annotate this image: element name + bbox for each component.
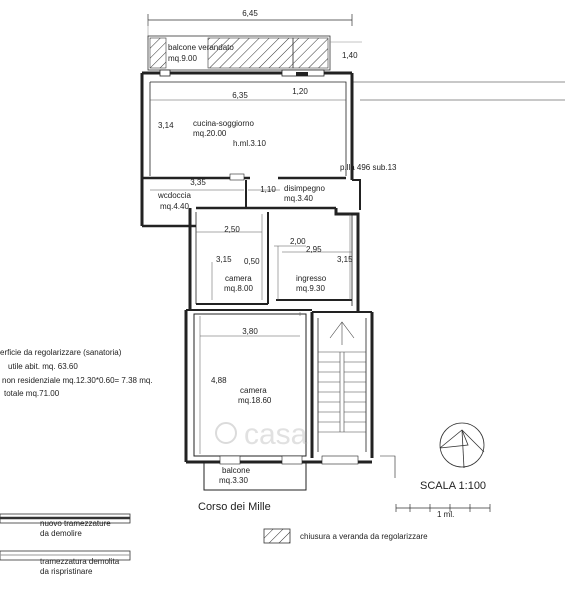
dim-hall-width: 1,10 [260, 185, 276, 194]
hall-area: mq.3.40 [284, 194, 313, 203]
bedroom-small-area: mq.8.00 [224, 284, 253, 293]
verandah-area: mq.9.00 [168, 54, 197, 63]
building-walls [140, 69, 565, 491]
dim-step-offset: 0,50 [244, 257, 260, 266]
legend-new-wall-line1: nuovo tramezzature [40, 519, 111, 528]
wc-name: wcdoccia [157, 191, 191, 200]
entrance-area: mq.9.30 [296, 284, 325, 293]
dim-entrance-height: 3,15 [337, 255, 353, 264]
scale-label: SCALA 1:100 [420, 480, 486, 492]
dim-bedroom-large-height: 4,88 [211, 376, 227, 385]
window-stair [321, 455, 359, 465]
legend-verandah-swatch [263, 528, 291, 544]
door-opening [229, 173, 245, 181]
balcony-name: balcone [222, 466, 251, 475]
dim-window-width: 1,20 [292, 87, 308, 96]
bedroom-small-name: camera [225, 274, 252, 283]
dimension-top: 6,45 [147, 9, 353, 40]
balcony-area: mq.3.30 [219, 476, 248, 485]
dimension-lines [150, 99, 352, 454]
dim-bedroom-large-width: 3,80 [242, 327, 258, 336]
legend-verandah-closure: chiusura a veranda da regolarizzare [300, 532, 428, 541]
watermark-text: casa [244, 418, 308, 451]
window-bedroom-large [219, 455, 241, 465]
verandah-name: balcone verandato [168, 43, 234, 52]
summary-line3: non residenziale mq.12.30*0.60= 7.38 mq. [2, 376, 153, 385]
summary-line4: totale mq.71.00 [4, 389, 60, 398]
scale-bar [395, 504, 491, 512]
dim-kitchen-height: 3,14 [158, 121, 174, 130]
wc-area: mq.4.40 [160, 202, 189, 211]
hall-name: disimpegno [284, 184, 325, 193]
north-arrow-icon [439, 422, 485, 469]
bedroom-large-area: mq.18.60 [238, 396, 272, 405]
window-mark [296, 72, 308, 76]
bedroom-large-name: camera [240, 386, 267, 395]
dim-bedroom-small-height: 3,15 [216, 255, 232, 264]
dim-bedroom-small-width: 2,50 [224, 225, 240, 234]
dim-corridor-width: 2,00 [290, 237, 306, 246]
kitchen-name: cucina-soggiorno [193, 119, 254, 128]
legend-demolished-line1: tramezzatura demolita [40, 557, 120, 566]
dim-interior-width: 6,35 [232, 91, 248, 100]
stair [318, 321, 366, 433]
dim-balcony-depth: 1,40 [342, 51, 358, 60]
kitchen-area: mq.20.00 [193, 129, 227, 138]
legend-new-wall-line2: da demolire [40, 529, 82, 538]
legend-demolished-line2: da rispristinare [40, 567, 93, 576]
verandah-balcony: balcone verandato mq.9.00 1,40 [147, 35, 362, 71]
summary-line2: utile abit. mq. 63.60 [8, 362, 78, 371]
watermark: casa [215, 418, 308, 451]
legend: nuovo tramezzature da demolire tramezzat… [0, 513, 428, 576]
entrance-name: ingresso [296, 274, 327, 283]
window-bedroom-large-2 [281, 455, 303, 465]
street-name: Corso dei Mille [198, 501, 271, 513]
scale-unit: 1 ml. [437, 510, 454, 519]
dim-top-width: 6,45 [242, 9, 258, 18]
summary-line1: erficie da regolarizzare (sanatoria) [0, 348, 122, 357]
ceiling-height: h.ml.3.10 [233, 139, 266, 148]
parcel-ref: p.lla 496 sub.13 [340, 163, 397, 172]
dim-wc-width: 3,35 [190, 178, 206, 187]
dim-entrance-width: 2,95 [306, 245, 322, 254]
